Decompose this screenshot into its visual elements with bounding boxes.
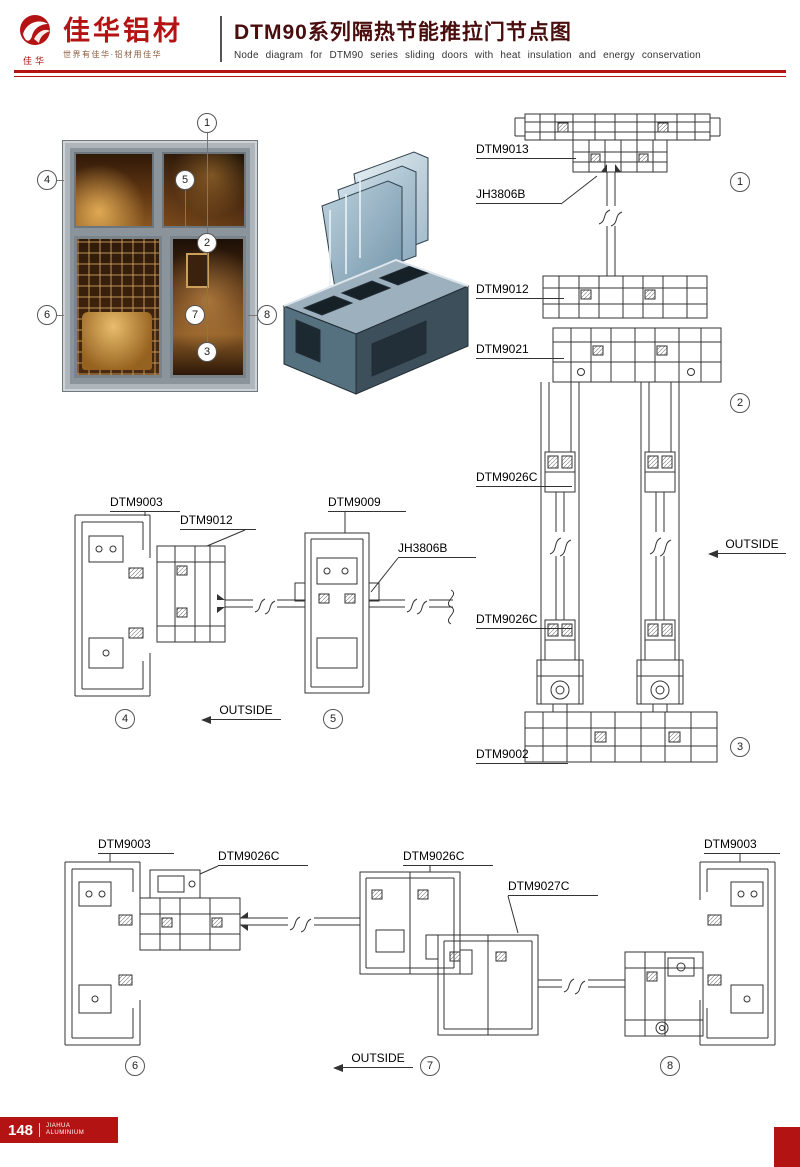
photo-transom-left-pane	[74, 152, 154, 228]
outside-arrow-icon	[333, 1064, 343, 1072]
brand-logo: 佳华 佳华铝材 世界有佳华·铝材用佳华	[14, 13, 218, 66]
leader-line	[185, 190, 186, 228]
callout-node-7: 7	[420, 1056, 440, 1076]
header-divider	[220, 16, 222, 62]
callout-number: 7	[191, 309, 199, 321]
outside-label-mid: OUTSIDE	[201, 703, 281, 724]
profile-label: DTM9002	[476, 748, 568, 764]
profile-label: DTM9003	[704, 838, 780, 854]
profile-label: DTM9012	[180, 514, 256, 530]
profile-label: DTM9026C	[218, 850, 308, 866]
photo-wall-art	[185, 252, 210, 288]
leader-line	[57, 315, 64, 316]
callout-number: 3	[736, 741, 744, 753]
callout-number: 4	[43, 174, 51, 186]
callout-6: 6	[37, 305, 57, 325]
jiahua-logo-icon: 佳华	[14, 13, 56, 66]
callout-node-3: 3	[730, 737, 750, 757]
horizontal-section-bottom-drawing	[64, 854, 776, 1046]
callout-node-5: 5	[323, 709, 343, 729]
door-window-photo	[62, 140, 258, 392]
callout-number: 7	[426, 1060, 434, 1072]
callout-number: 2	[203, 237, 211, 249]
horizontal-section-mid-drawing	[74, 512, 455, 697]
logo-hanzi: 佳华	[22, 55, 47, 66]
photo-transom-right-pane	[162, 152, 246, 228]
outside-text: OUTSIDE	[219, 703, 273, 717]
photo-sofa	[81, 312, 153, 370]
corner-accent-block	[774, 1127, 800, 1167]
callout-number: 5	[181, 174, 189, 186]
footer-brand: JIAHUA ALUMINIUM	[46, 1123, 84, 1137]
title-block: DTM90系列隔热节能推拉门节点图 Node diagram for DTM90…	[234, 18, 786, 61]
outside-label-bottom: OUTSIDE	[333, 1051, 413, 1072]
page-number: 148	[8, 1121, 34, 1139]
profile-label: DTM9021	[476, 343, 564, 359]
page-number-badge: 148 JIAHUA ALUMINIUM	[0, 1117, 118, 1143]
callout-node-6: 6	[125, 1056, 145, 1076]
footer-divider	[39, 1123, 41, 1137]
callout-number: 5	[329, 713, 337, 725]
leader-line	[207, 133, 208, 233]
profile-label: DTM9012	[476, 283, 564, 299]
callout-1: 1	[197, 113, 217, 133]
photo-frame	[70, 148, 250, 384]
callout-5: 5	[175, 170, 195, 190]
callout-2: 2	[197, 233, 217, 253]
profile-label: DTM9026C	[403, 850, 493, 866]
outside-arrow-icon	[708, 550, 718, 558]
leader-line	[248, 315, 258, 316]
callout-number: 2	[736, 397, 744, 409]
vertical-section-drawing	[514, 113, 722, 763]
callout-number: 1	[736, 176, 744, 188]
callout-node-1: 1	[730, 172, 750, 192]
profile-label: DTM9003	[98, 838, 174, 854]
profile-3d-render	[276, 148, 476, 403]
brand-slogan: 世界有佳华·铝材用佳华	[63, 49, 163, 59]
profile-label: JH3806B	[398, 542, 476, 558]
profile-label: DTM9003	[110, 496, 180, 512]
callout-node-2: 2	[730, 393, 750, 413]
footer-brand-line2: ALUMINIUM	[46, 1130, 85, 1136]
leader-line	[57, 180, 64, 181]
callout-number: 6	[43, 309, 51, 321]
outside-arrow-icon	[201, 716, 211, 724]
callout-node-4: 4	[115, 709, 135, 729]
header-rule-thin	[14, 76, 786, 77]
callout-7: 7	[185, 305, 205, 325]
profile-label: DTM9013	[476, 143, 576, 159]
callout-3: 3	[197, 342, 217, 362]
profile-label: JH3806B	[476, 188, 561, 204]
callout-8: 8	[257, 305, 277, 325]
callout-number: 4	[121, 713, 129, 725]
page-title: DTM90系列隔热节能推拉门节点图	[234, 20, 572, 44]
callout-number: 6	[131, 1060, 139, 1072]
callout-number: 8	[666, 1060, 674, 1072]
outside-label-vertical: OUTSIDE	[708, 537, 786, 558]
callout-number: 3	[203, 346, 211, 358]
leader-line	[207, 253, 208, 342]
profile-label: DTM9027C	[508, 880, 598, 896]
page-subtitle: Node diagram for DTM90 series sliding do…	[234, 49, 701, 61]
callout-number: 1	[203, 117, 211, 129]
outside-text: OUTSIDE	[725, 537, 779, 551]
header-rule-thick	[14, 70, 786, 73]
callout-number: 8	[263, 309, 271, 321]
footer-brand-line1: JIAHUA	[46, 1123, 71, 1129]
callout-node-8: 8	[660, 1056, 680, 1076]
brand-name: 佳华铝材	[63, 15, 183, 46]
profile-label: DTM9009	[328, 496, 406, 512]
page-header: 佳华 佳华铝材 世界有佳华·铝材用佳华 DTM90系列隔热节能推拉门节点图 No…	[14, 10, 786, 68]
outside-text: OUTSIDE	[351, 1051, 405, 1065]
callout-4: 4	[37, 170, 57, 190]
profile-label: DTM9026C	[476, 471, 572, 487]
photo-door-left-panel	[74, 236, 162, 378]
brand-text: 佳华铝材 世界有佳华·铝材用佳华	[63, 13, 183, 60]
profile-label: DTM9026C	[476, 613, 572, 629]
